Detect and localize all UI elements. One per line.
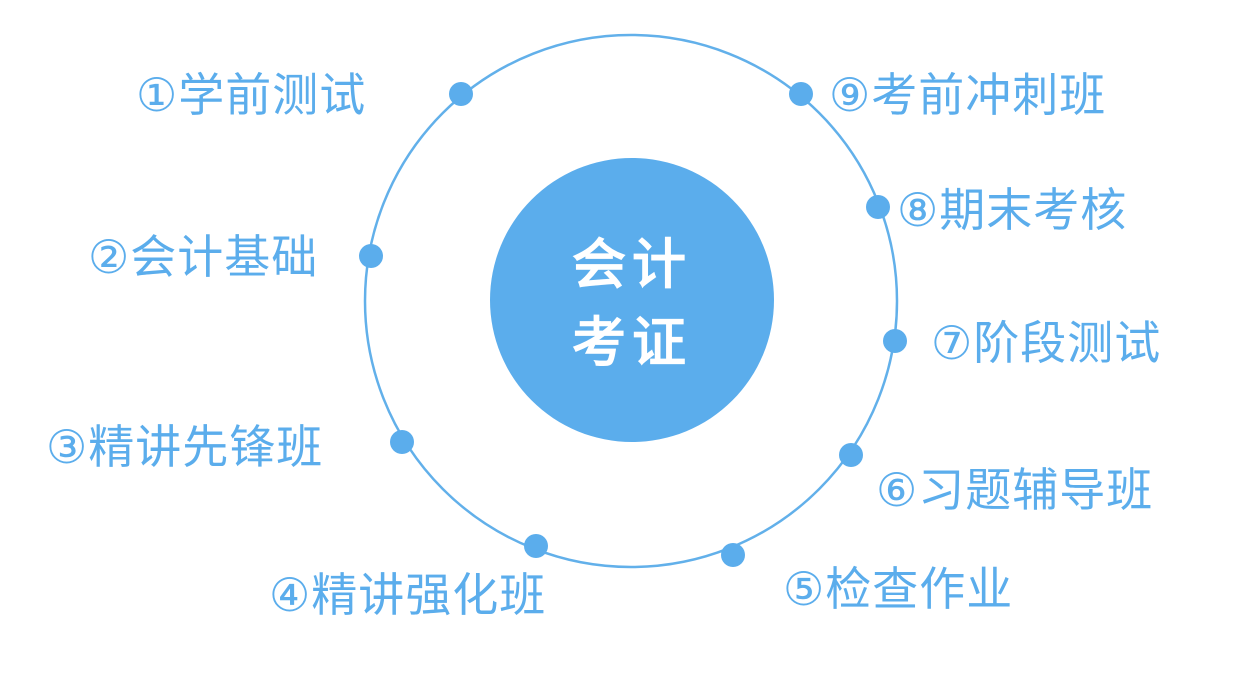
step-dot-7 (883, 329, 907, 353)
step-label-4: ④精讲强化班 (269, 568, 547, 622)
step-label-6: ⑥习题辅导班 (876, 463, 1154, 517)
step-dot-3 (390, 430, 414, 454)
step-dot-8 (866, 195, 890, 219)
center-title-line-1: 会计 (572, 233, 692, 296)
step-dot-6 (839, 443, 863, 467)
center-circle (490, 158, 774, 442)
step-label-1: ①学前测试 (136, 68, 367, 122)
step-label-7: ⑦阶段测试 (931, 316, 1162, 370)
step-dot-2 (359, 244, 383, 268)
step-label-8: ⑧期末考核 (897, 183, 1128, 237)
step-label-9: ⑨考前冲刺班 (829, 68, 1107, 122)
step-label-3: ③精讲先锋班 (46, 420, 324, 474)
step-label-5: ⑤检查作业 (783, 562, 1014, 616)
center-title-line-2: 考证 (572, 311, 692, 374)
outer-ring (363, 33, 899, 569)
step-label-2: ②会计基础 (88, 230, 319, 284)
step-dot-1 (449, 82, 473, 106)
step-dot-4 (524, 534, 548, 558)
step-dot-5 (721, 543, 745, 567)
step-dot-9 (789, 82, 813, 106)
